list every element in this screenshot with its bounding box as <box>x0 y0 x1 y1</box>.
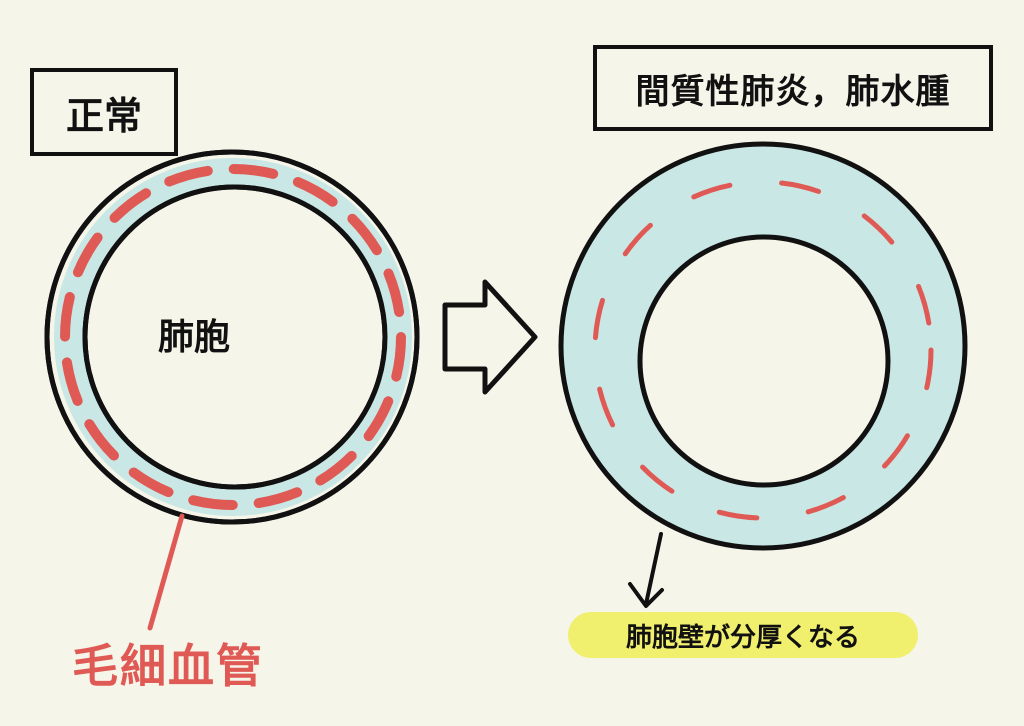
transition-arrow <box>442 279 538 395</box>
normal-label-box: 正常 <box>30 68 178 156</box>
normal-alveolus <box>44 149 420 525</box>
thick-capillary-dashes <box>592 179 934 521</box>
thick-outer-outline <box>558 141 968 551</box>
disease-label-box: 間質性肺炎，肺水腫 <box>593 45 993 131</box>
wall-thickening-note: 肺胞壁が分厚くなる <box>568 612 918 658</box>
normal-inner-outline-top <box>82 184 388 490</box>
wall-thickening-text: 肺胞壁が分厚くなる <box>625 622 860 653</box>
thickened-alveolus <box>558 141 968 551</box>
alveolus-label: 肺胞 <box>158 317 231 358</box>
normal-label: 正常 <box>65 93 142 138</box>
capillary-label: 毛細血管 <box>72 639 264 693</box>
normal-outer-outline-top <box>44 149 420 525</box>
normal-capillary-dashes <box>60 164 406 510</box>
thick-alveolar-space <box>637 234 891 488</box>
disease-label: 間質性肺炎，肺水腫 <box>635 71 951 112</box>
note-pointer-arrow <box>628 532 664 608</box>
capillary-pointer-line <box>147 513 185 631</box>
